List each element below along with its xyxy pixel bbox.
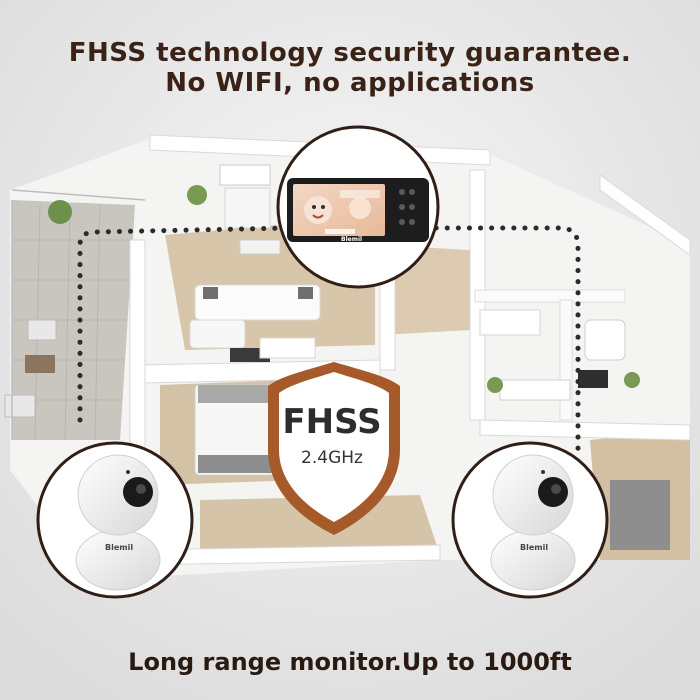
camera-left — [36, 441, 194, 599]
shield-badge — [268, 362, 400, 535]
monitor-brand-label: Blemil — [341, 236, 362, 243]
furniture — [4, 164, 670, 550]
baby-monitor — [276, 125, 440, 289]
footer-caption: Long range monitor.Up to 1000ft — [128, 648, 572, 676]
dotted-signal-path — [77, 225, 581, 458]
badge-title: FHSS — [282, 402, 382, 442]
camera-left-brand-label: Blemil — [105, 543, 133, 552]
badge-subtitle: 2.4GHz — [301, 448, 363, 468]
headline-line-1: FHSS technology security guarantee. — [68, 38, 632, 68]
camera-right-brand-label: Blemil — [520, 543, 548, 552]
camera-right — [451, 441, 609, 599]
headline-line-2: No WIFI, no applications — [165, 68, 535, 98]
